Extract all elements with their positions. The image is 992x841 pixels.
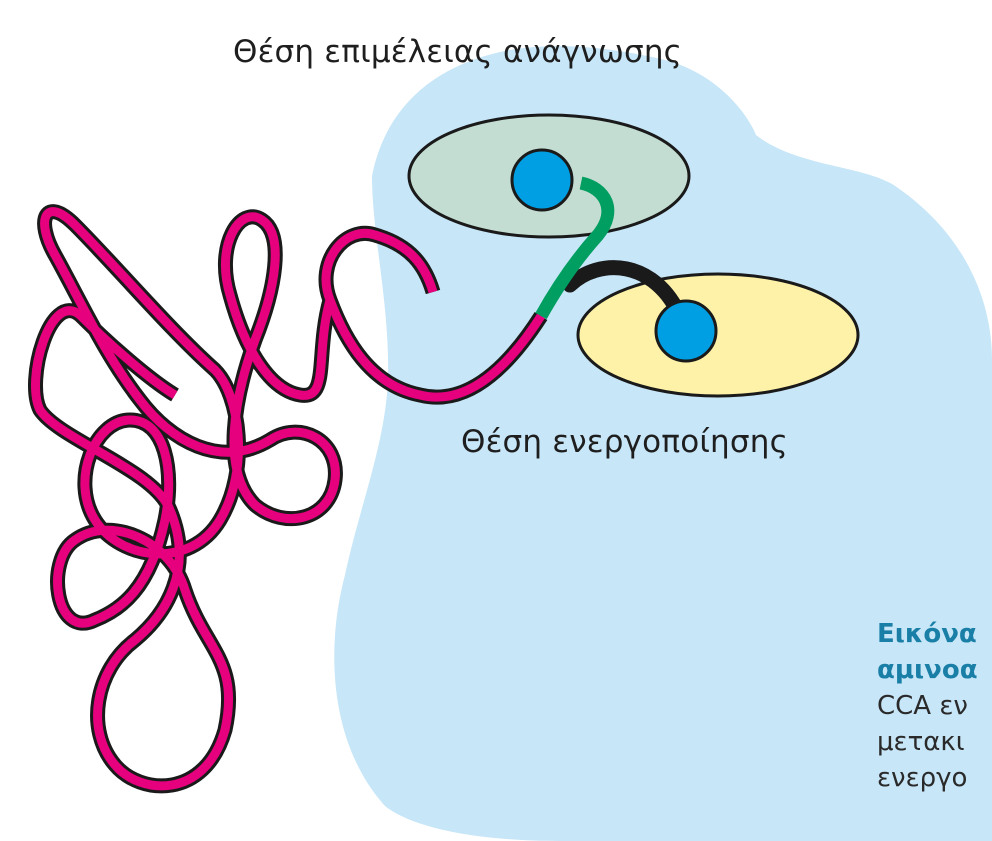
caption-line-1: Εικόνα [877,616,992,652]
editing-site-label: Θέση επιμέλειας ανάγνωσης [233,34,682,70]
caption-line-3: CCA εν [877,688,992,724]
caption-line-4: μετακι [877,724,992,760]
amino-acid-activation [656,301,716,361]
activation-site-label: Θέση ενεργοποίησης [461,424,788,460]
figure-caption: Εικόνα αμινοα CCA εν μετακι ενεργο [877,616,992,796]
activation-site [578,274,858,396]
amino-acid-editing [512,150,572,210]
caption-line-2: αμινοα [877,652,992,688]
caption-line-5: ενεργο [877,760,992,796]
